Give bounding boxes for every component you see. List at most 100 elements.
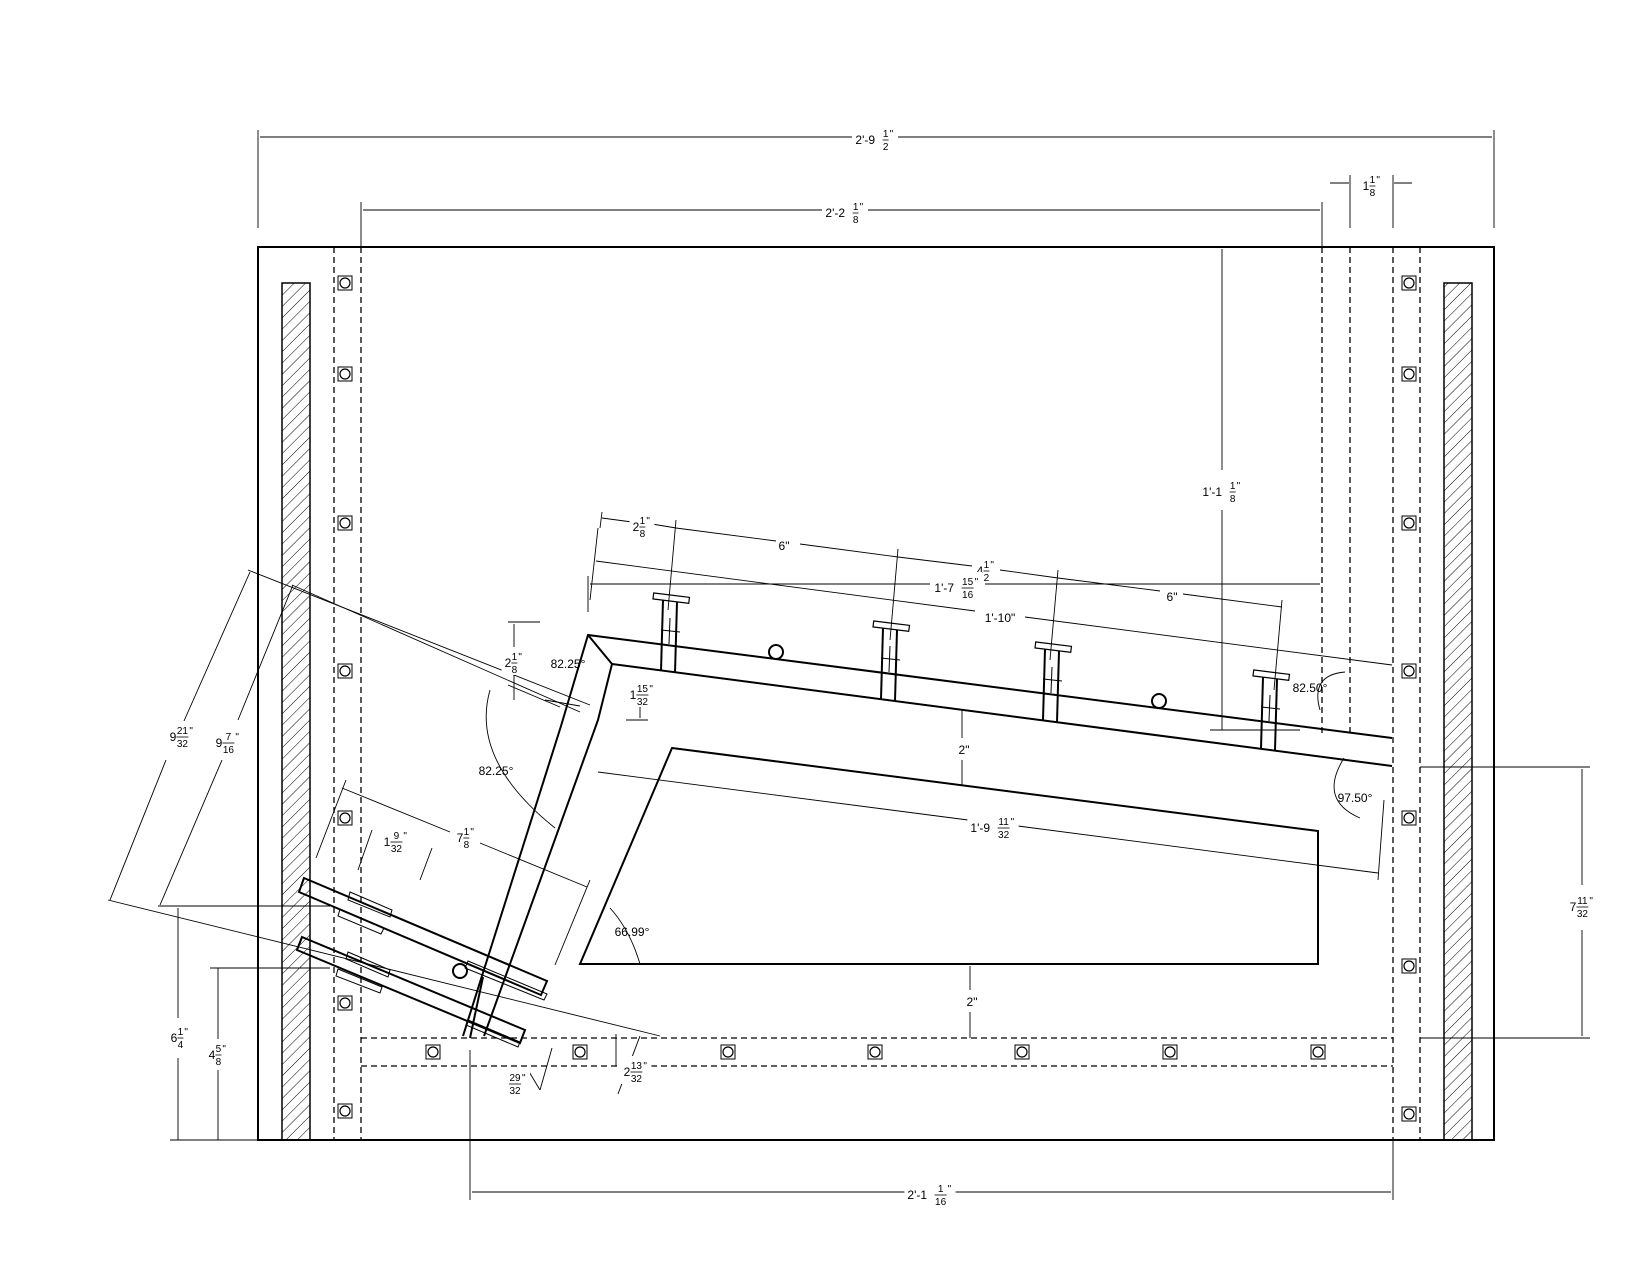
- dim-numerator: 1: [883, 129, 889, 140]
- dim-denominator: 2: [883, 142, 889, 153]
- dim-inch-mark: ": [643, 1061, 647, 1072]
- dim-denominator: 8: [640, 529, 646, 540]
- label-two-a: 2": [959, 743, 970, 757]
- dim-denominator: 8: [1370, 188, 1376, 199]
- dim-whole: 2'-2: [825, 206, 845, 220]
- dim-inch-mark: ": [1237, 481, 1241, 492]
- dim-whole: 2: [633, 520, 640, 534]
- dim-whole: 1'-9: [970, 821, 990, 835]
- simple-labels: 6" 6" 1'-10" 2" 2" 82.25° 82.25° 82.50° …: [479, 539, 1373, 1009]
- dim-numerator: 11: [1577, 896, 1588, 907]
- dim-whole: 1: [1363, 179, 1370, 193]
- label-angle-left: 82.25°: [479, 764, 514, 778]
- bolt-icon: [337, 995, 353, 1011]
- dim-inch-mark: ": [948, 1184, 952, 1195]
- bolt-icon: [1401, 515, 1417, 531]
- dim-denominator: 32: [509, 1086, 521, 1097]
- bolt-icon: [1401, 663, 1417, 679]
- dim-denominator: 8: [216, 1057, 222, 1068]
- tilted-panel: [462, 633, 1393, 1037]
- dim-inch-mark: ": [975, 577, 979, 588]
- dim-whole: 6: [171, 1031, 178, 1045]
- label-angle-br: 97.50°: [1338, 791, 1373, 805]
- dim-whole: 1'-7: [934, 581, 954, 595]
- label-six-b: 6": [1167, 590, 1178, 604]
- dim-numerator: 9: [394, 831, 400, 842]
- label-two-b: 2": [967, 995, 978, 1009]
- dim-denominator: 32: [637, 697, 649, 708]
- dim-numerator: 1: [640, 516, 646, 527]
- dim-inch-mark: ": [990, 560, 994, 571]
- bolt-icon: [337, 515, 353, 531]
- dim-whole: 4: [209, 1048, 216, 1062]
- bolt-icon: [1401, 275, 1417, 291]
- bolt-icon: [1401, 810, 1417, 826]
- dim-inch-mark: ": [522, 1073, 526, 1084]
- dim-inch-mark: ": [1376, 175, 1380, 186]
- dim-denominator: 16: [223, 745, 235, 756]
- dim-whole: 9: [170, 730, 177, 744]
- dimension-lines: [107, 130, 1590, 1200]
- bolt-icon: [1401, 1106, 1417, 1122]
- dim-whole: 2: [624, 1065, 631, 1079]
- dim-numerator: 1: [464, 827, 470, 838]
- dim-numerator: 11: [998, 817, 1009, 828]
- bolt-icon: [572, 1044, 588, 1060]
- panel-posts: [652, 592, 1291, 751]
- bolt-icon: [1162, 1044, 1178, 1060]
- dim-numerator: 1: [512, 652, 518, 663]
- outer-frame: [257, 246, 1495, 1141]
- dim-whole: 7: [457, 831, 464, 845]
- bolt-icon: [720, 1044, 736, 1060]
- dim-numerator: 1: [1370, 175, 1376, 186]
- bolt-icon: [337, 366, 353, 382]
- dim-whole: 2'-9: [855, 133, 875, 147]
- dim-numerator: 1: [853, 202, 859, 213]
- dim-numerator: 1: [1230, 481, 1236, 492]
- dim-inch-mark: ": [184, 1027, 188, 1038]
- dim-numerator: 5: [216, 1044, 222, 1055]
- dim-inch-mark: ": [860, 202, 864, 213]
- dim-denominator: 32: [1577, 909, 1589, 920]
- dim-inch-mark: ": [235, 732, 239, 743]
- dim-whole: 7: [1570, 900, 1577, 914]
- bolt-icon: [337, 663, 353, 679]
- post-icon: [872, 620, 911, 702]
- dim-inch-mark: ": [649, 684, 653, 695]
- dim-inch-mark: ": [646, 516, 650, 527]
- dim-numerator: 7: [226, 732, 232, 743]
- dim-denominator: 8: [512, 665, 518, 676]
- bolt-icon: [1401, 958, 1417, 974]
- panel-holes: [452, 644, 1167, 979]
- dim-denominator: 8: [464, 840, 470, 851]
- dim-numerator: 1: [178, 1027, 184, 1038]
- bolt-icon: [337, 810, 353, 826]
- dim-inch-mark: ": [1589, 896, 1593, 907]
- dim-whole: 9: [216, 736, 223, 750]
- dim-inch-mark: ": [403, 831, 407, 842]
- dim-inch-mark: ": [1011, 817, 1015, 828]
- dim-whole: 1: [630, 688, 637, 702]
- dim-denominator: 32: [391, 844, 403, 855]
- left-hatched-post: [281, 282, 311, 1141]
- dim-whole: 4: [977, 564, 984, 578]
- inner-opening: [578, 746, 1319, 965]
- dim-denominator: 16: [962, 590, 974, 601]
- dim-numerator: 1: [984, 560, 990, 571]
- bolt-icon: [1310, 1044, 1326, 1060]
- bolt-icon: [337, 1103, 353, 1119]
